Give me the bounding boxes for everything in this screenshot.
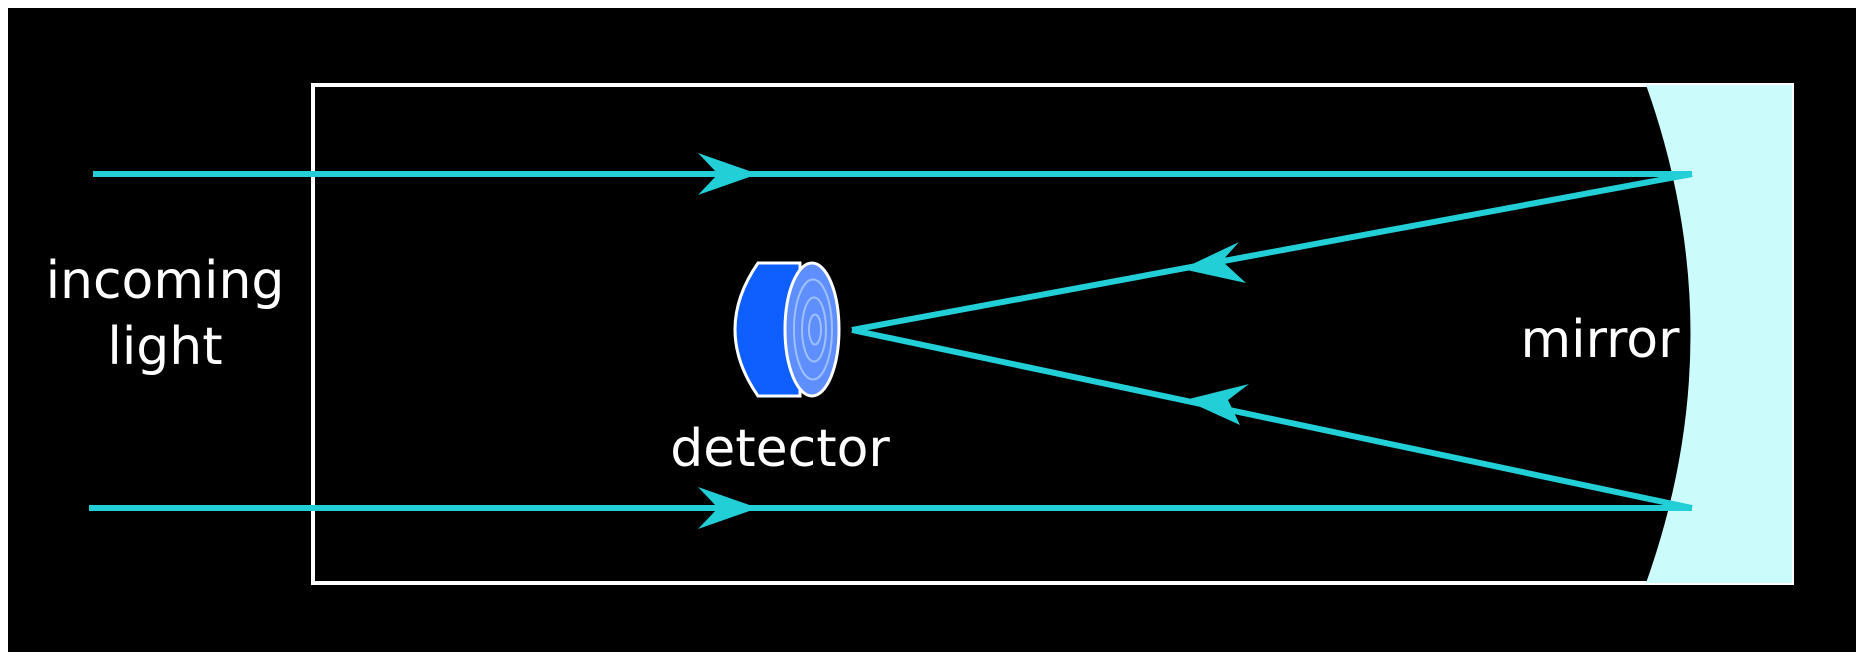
- reflected-ray-top: [851, 171, 1693, 333]
- incoming-arrowhead-top: [698, 153, 758, 195]
- reflected-arrowhead-bottom: [1185, 384, 1249, 425]
- mirror: [1646, 85, 1792, 583]
- reflected-ray-bottom: [851, 327, 1693, 511]
- detector-ring-inner: [808, 313, 822, 346]
- incoming-light-label: incoming light: [45, 251, 285, 377]
- detector-ring-middle: [801, 296, 827, 363]
- reflected-arrowhead-top: [1182, 242, 1246, 283]
- detector-body: [733, 261, 802, 398]
- detector-label: detector: [670, 419, 890, 479]
- mirror-label: mirror: [1520, 310, 1680, 370]
- background: [8, 8, 1856, 652]
- incoming-arrowhead-bottom: [698, 487, 758, 529]
- detector: [733, 261, 841, 398]
- detector-ring-outer: [793, 278, 833, 381]
